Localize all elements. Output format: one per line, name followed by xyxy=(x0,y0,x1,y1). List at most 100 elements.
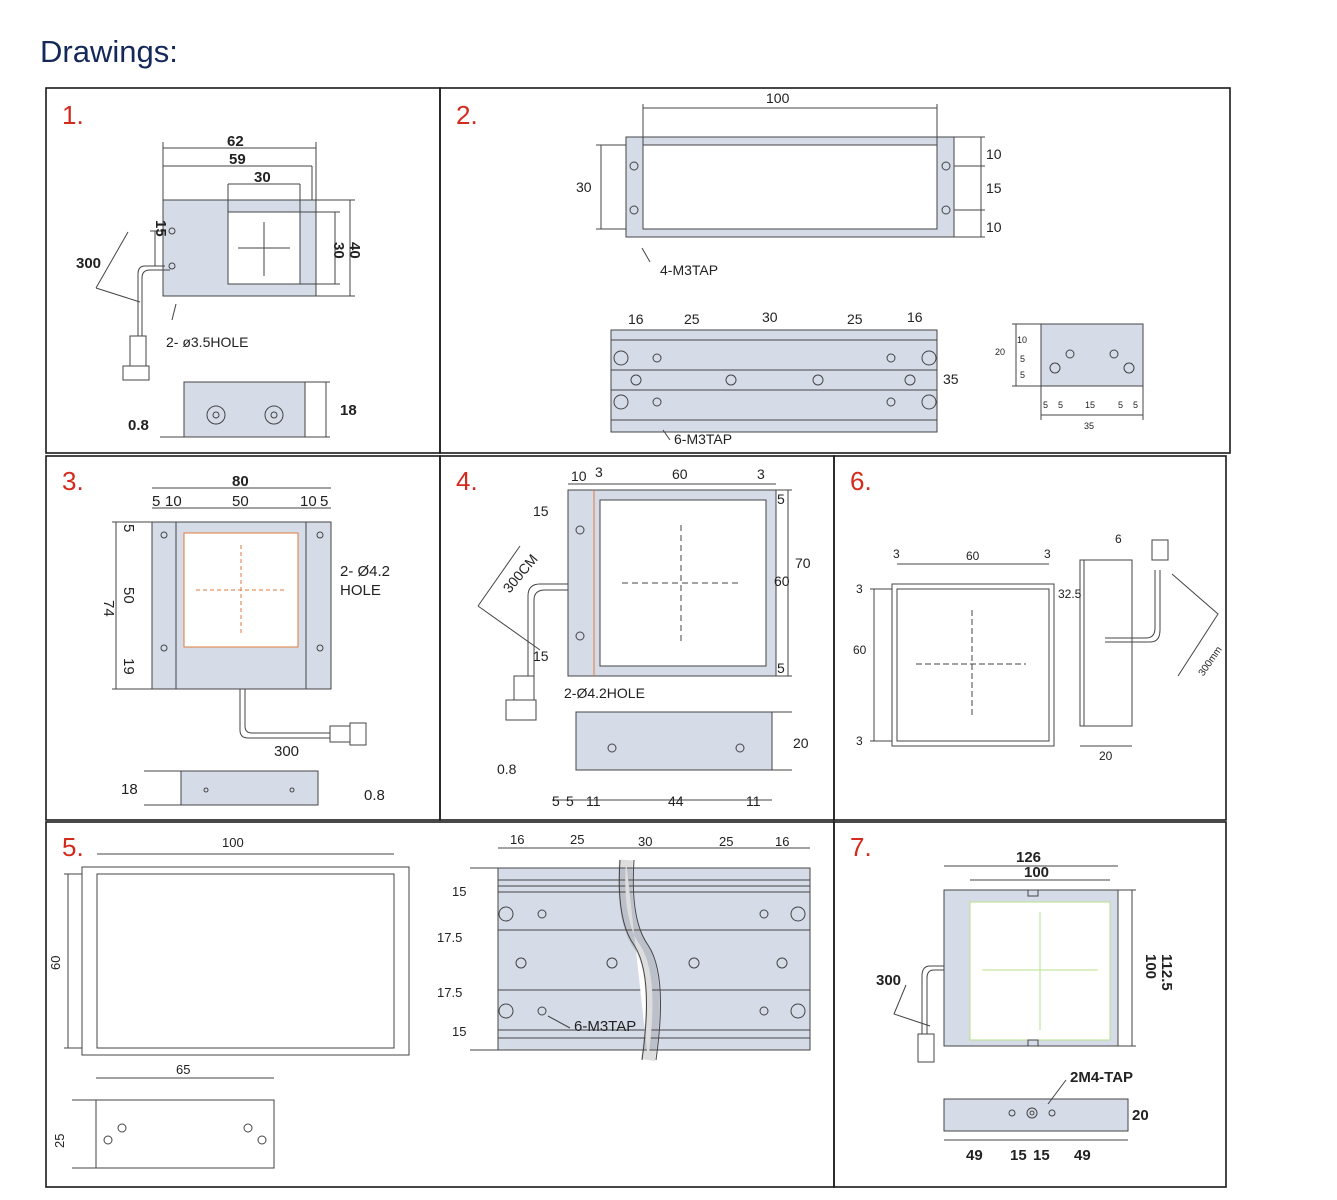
note-hole-1: 2- Ø4.2 xyxy=(340,563,390,580)
dim-15: 15 xyxy=(152,220,169,237)
dim-5d: 5 xyxy=(566,793,574,809)
panel-3-number: 3. xyxy=(62,466,84,496)
dim-10b: 10 xyxy=(986,219,1002,235)
dim-5c: 5 xyxy=(120,524,137,532)
dim-40: 40 xyxy=(346,242,363,259)
dim-5d: 5 xyxy=(1058,400,1063,410)
dim-100: 100 xyxy=(1024,864,1049,881)
panel-1-labels: 62 59 30 15 300 30 40 18 0.8 2- ø3.5HOLE xyxy=(76,133,363,434)
dim-3c: 3 xyxy=(856,582,863,596)
panel-5-drawing xyxy=(64,847,811,1169)
dim-32.5: 32.5 xyxy=(1058,587,1082,601)
dim-49b: 49 xyxy=(1074,1147,1091,1164)
panel-7-number: 7. xyxy=(850,832,872,862)
panel-4-number: 4. xyxy=(456,466,478,496)
dim-10b: 10 xyxy=(300,493,317,510)
dim-5b: 5 xyxy=(320,493,328,510)
dim-11: 11 xyxy=(586,793,601,809)
dim-16b: 16 xyxy=(907,309,923,325)
dim-100: 100 xyxy=(766,90,790,106)
dim-70: 70 xyxy=(795,555,811,571)
panel-frames xyxy=(45,87,1231,1188)
page-title: Drawings: xyxy=(40,34,178,69)
dim-50b: 50 xyxy=(120,587,137,604)
dim-25: 25 xyxy=(684,311,700,327)
dim-5c: 5 xyxy=(1043,400,1048,410)
panel-2-drawing xyxy=(596,104,1144,441)
dim-18: 18 xyxy=(340,402,357,419)
dim-5: 5 xyxy=(152,493,160,510)
dim-44: 44 xyxy=(668,793,684,809)
dim-50: 50 xyxy=(232,493,249,510)
dim-10: 10 xyxy=(986,146,1002,162)
dim-3b: 3 xyxy=(1044,547,1051,561)
dim-10: 10 xyxy=(165,493,182,510)
dim-19: 19 xyxy=(120,658,137,675)
note-6m3tap: 6-M3TAP xyxy=(674,431,732,447)
dim-15b: 15 xyxy=(1033,1147,1050,1164)
dim-6: 6 xyxy=(1115,532,1122,546)
dim-15: 15 xyxy=(533,503,549,519)
dim-300: 300 xyxy=(876,972,901,989)
note-hole: 2- ø3.5HOLE xyxy=(166,334,248,350)
dim-0.8: 0.8 xyxy=(364,787,385,804)
dim-80: 80 xyxy=(232,473,249,490)
dim-20: 20 xyxy=(1132,1107,1149,1124)
dim-0.8: 0.8 xyxy=(128,417,149,434)
dim-60: 60 xyxy=(48,956,63,970)
panel-5-number: 5. xyxy=(62,832,84,862)
dim-5c: 5 xyxy=(552,793,560,809)
dim-5a: 5 xyxy=(1020,354,1025,364)
dim-5e: 5 xyxy=(1118,400,1123,410)
dim-15b: 15 xyxy=(1085,400,1095,410)
dim-3: 3 xyxy=(893,547,900,561)
panel-numbers: 1. 2. 3. 4. 6. 5. 7. xyxy=(62,100,872,862)
dim-300mm: 300mm xyxy=(1197,645,1225,679)
dim-100b: 100 xyxy=(1142,954,1159,979)
dim-60: 60 xyxy=(966,549,980,563)
note-hole-2: HOLE xyxy=(340,582,381,599)
dim-10: 10 xyxy=(571,468,587,484)
dim-60b: 60 xyxy=(774,573,790,589)
dim-5: 5 xyxy=(777,491,785,507)
note-4m3tap: 4-M3TAP xyxy=(660,262,718,278)
dim-15b: 15 xyxy=(452,1024,466,1039)
panel-2-number: 2. xyxy=(456,100,478,130)
dim-5b: 5 xyxy=(1020,370,1025,380)
note-m4tap: 2M4-TAP xyxy=(1070,1069,1133,1086)
dim-60b: 60 xyxy=(853,643,867,657)
dim-25b: 25 xyxy=(847,311,863,327)
panel-3-drawing xyxy=(112,487,367,806)
dim-3d: 3 xyxy=(856,734,863,748)
dim-16: 16 xyxy=(628,311,644,327)
panel-6-drawing xyxy=(870,539,1219,747)
dim-59: 59 xyxy=(229,151,246,168)
dim-30b: 30 xyxy=(762,309,778,325)
dim-25b: 25 xyxy=(719,834,733,849)
dim-16b: 16 xyxy=(775,834,789,849)
dim-20: 20 xyxy=(995,347,1005,357)
dim-15: 15 xyxy=(1010,1147,1027,1164)
panel-5-labels: 100 60 65 25 16 25 30 25 16 15 17.5 17.5… xyxy=(48,832,789,1148)
panel-1-number: 1. xyxy=(62,100,84,130)
dim-10c: 10 xyxy=(1017,335,1027,345)
dim-300: 300 xyxy=(76,255,101,272)
dim-25: 25 xyxy=(570,832,584,847)
panel-2-labels: 100 30 10 15 10 16 25 30 25 16 35 10 20 … xyxy=(576,90,1138,447)
panel-4-drawing xyxy=(477,483,792,801)
dim-11b: 11 xyxy=(746,793,761,809)
dim-126: 126 xyxy=(1016,849,1041,866)
dim-49: 49 xyxy=(966,1147,983,1164)
panel-1-drawing xyxy=(95,142,355,438)
note-hole: 2-Ø4.2HOLE xyxy=(564,685,645,701)
dim-30: 30 xyxy=(576,179,592,195)
dim-5b: 5 xyxy=(777,660,785,676)
dim-30: 30 xyxy=(638,834,652,849)
dim-30b: 30 xyxy=(330,242,347,259)
panel-7-labels: 126 100 300 100 112.5 20 49 15 15 49 2M4… xyxy=(876,849,1175,1164)
dim-0.8: 0.8 xyxy=(497,761,517,777)
dim-3: 3 xyxy=(595,464,603,480)
dim-18: 18 xyxy=(121,781,138,798)
dim-15b: 15 xyxy=(533,648,549,664)
dim-20: 20 xyxy=(793,735,809,751)
